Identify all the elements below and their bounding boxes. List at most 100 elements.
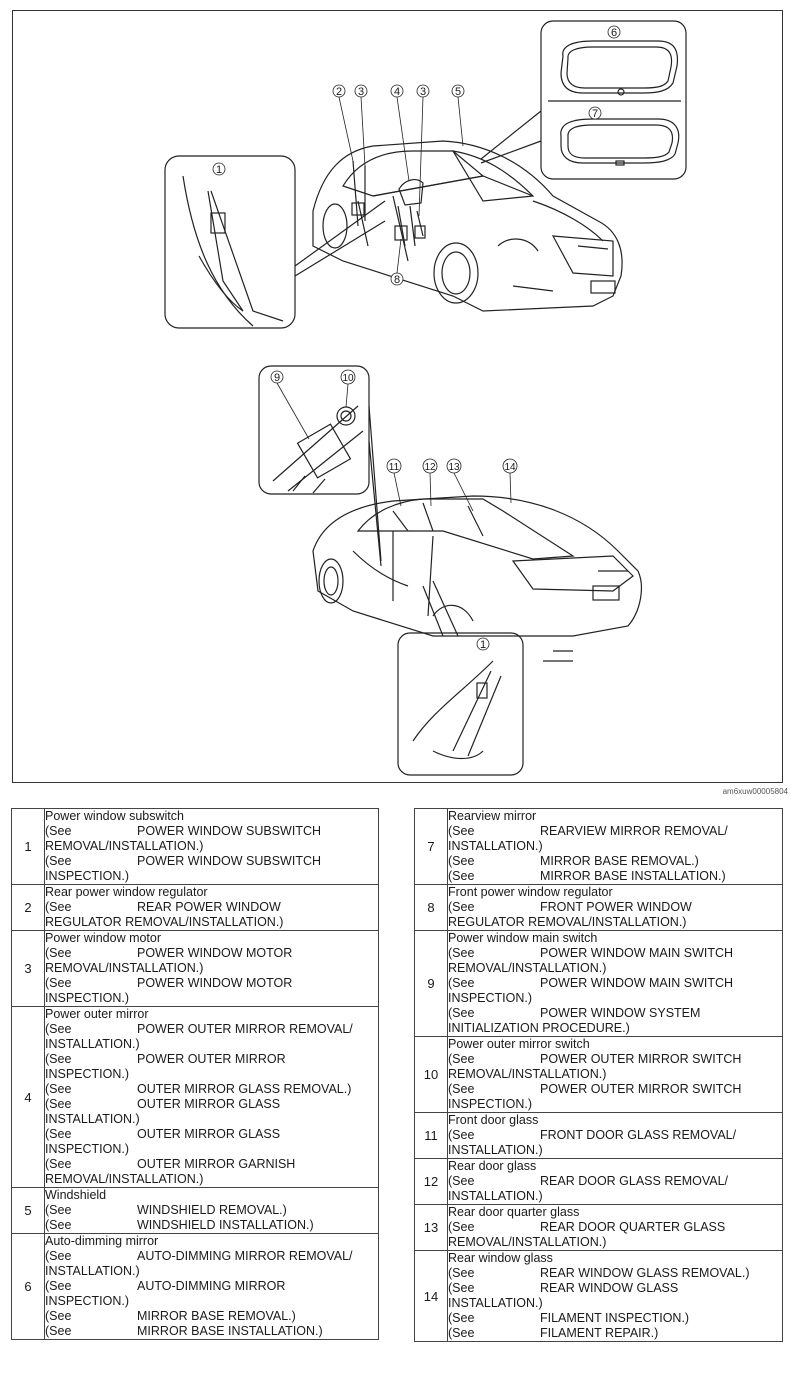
see-label: (See: [448, 1052, 475, 1066]
see-label: (See: [45, 1052, 72, 1066]
item-description: Front power window regulator(See FRONT PO…: [447, 884, 783, 931]
reference-link[interactable]: REAR WINDOW GLASS: [540, 1281, 679, 1295]
reference-link[interactable]: POWER WINDOW MAIN SWITCH: [540, 976, 734, 990]
reference-link[interactable]: POWER OUTER MIRROR REMOVAL/: [137, 1022, 353, 1036]
svg-text:7: 7: [592, 108, 598, 120]
reference-link[interactable]: REARVIEW MIRROR REMOVAL/: [540, 824, 728, 838]
reference-link[interactable]: REAR WINDOW GLASS REMOVAL.): [540, 1266, 750, 1280]
reference-link[interactable]: FILAMENT REPAIR.): [540, 1326, 659, 1340]
svg-text:3: 3: [358, 86, 364, 98]
reference-link[interactable]: MIRROR BASE INSTALLATION.): [137, 1324, 323, 1338]
part-name: Rear window glass: [448, 1251, 553, 1265]
reference-link[interactable]: POWER WINDOW MOTOR: [137, 976, 293, 990]
reference: (See POWER OUTER MIRROR: [45, 1052, 378, 1067]
see-label: (See: [45, 1097, 72, 1111]
reference-continuation: INSTALLATION.): [45, 1037, 140, 1051]
see-label: (See: [45, 976, 72, 990]
reference-link[interactable]: POWER WINDOW MAIN SWITCH: [540, 946, 734, 960]
reference-link[interactable]: FILAMENT INSPECTION.): [540, 1311, 690, 1325]
reference-link[interactable]: POWER WINDOW SUBSWITCH: [137, 824, 322, 838]
part-name: Rear door quarter glass: [448, 1205, 580, 1219]
reference-continuation: INSPECTION.): [45, 991, 130, 1005]
figure-code: am6xuw00005804: [722, 787, 788, 796]
svg-text:3: 3: [420, 86, 426, 98]
reference-link[interactable]: REAR POWER WINDOW: [137, 900, 281, 914]
reference: (See POWER OUTER MIRROR REMOVAL/: [45, 1022, 378, 1037]
reference-continuation: INSPECTION.): [448, 991, 533, 1005]
part-name: Power outer mirror: [45, 1007, 149, 1021]
reference-link[interactable]: POWER OUTER MIRROR SWITCH: [540, 1082, 742, 1096]
reference-link[interactable]: OUTER MIRROR GLASS: [137, 1127, 281, 1141]
see-label: (See: [448, 824, 475, 838]
reference-link[interactable]: MIRROR BASE INSTALLATION.): [540, 869, 726, 883]
reference-link[interactable]: POWER OUTER MIRROR: [137, 1052, 286, 1066]
svg-text:5: 5: [455, 86, 461, 98]
reference-link[interactable]: POWER OUTER MIRROR SWITCH: [540, 1052, 742, 1066]
reference-link[interactable]: WINDSHIELD INSTALLATION.): [137, 1218, 314, 1232]
item-number: 7: [414, 808, 448, 885]
svg-text:9: 9: [274, 372, 280, 384]
see-label: (See: [45, 1022, 72, 1036]
reference-link[interactable]: MIRROR BASE REMOVAL.): [540, 854, 699, 868]
reference: (See POWER WINDOW MOTOR: [45, 976, 378, 991]
reference-continuation: INSPECTION.): [448, 1097, 533, 1111]
reference-continuation: INSPECTION.): [45, 869, 130, 883]
reference-link[interactable]: WINDSHIELD REMOVAL.): [137, 1203, 287, 1217]
item-number: 9: [414, 930, 448, 1037]
reference: (See MIRROR BASE INSTALLATION.): [448, 869, 782, 884]
reference-link[interactable]: POWER WINDOW SUBSWITCH: [137, 854, 322, 868]
reference-link[interactable]: AUTO-DIMMING MIRROR: [137, 1279, 286, 1293]
reference-link[interactable]: POWER WINDOW MOTOR: [137, 946, 293, 960]
svg-text:8: 8: [394, 274, 400, 286]
reference-link[interactable]: AUTO-DIMMING MIRROR REMOVAL/: [137, 1249, 353, 1263]
reference-link[interactable]: REAR DOOR QUARTER GLASS: [540, 1220, 726, 1234]
svg-text:11: 11: [389, 462, 400, 473]
reference-link[interactable]: OUTER MIRROR GLASS: [137, 1097, 281, 1111]
reference-continuation: REMOVAL/INSTALLATION.): [45, 1172, 204, 1186]
item-number: 3: [11, 930, 45, 1007]
reference-link[interactable]: FRONT POWER WINDOW: [540, 900, 692, 914]
reference-link[interactable]: FRONT DOOR GLASS REMOVAL/: [540, 1128, 737, 1142]
reference-continuation: REMOVAL/INSTALLATION.): [448, 961, 607, 975]
callout-1-rear: 1: [476, 637, 490, 651]
reference-link[interactable]: POWER WINDOW SYSTEM: [540, 1006, 701, 1020]
reference: (See FRONT POWER WINDOW: [448, 900, 782, 915]
svg-text:4: 4: [394, 86, 400, 98]
reference-link[interactable]: MIRROR BASE REMOVAL.): [137, 1309, 296, 1323]
car-illustration: 1 2 3 4 3 5 6 7 8 9 10 11 12 13 14 1: [164, 20, 687, 776]
see-label: (See: [448, 900, 475, 914]
item-number: 8: [414, 884, 448, 931]
see-label: (See: [448, 1266, 475, 1280]
see-label: (See: [45, 1082, 72, 1096]
reference-continuation: REMOVAL/INSTALLATION.): [45, 961, 204, 975]
see-label: (See: [448, 1128, 475, 1142]
see-label: (See: [448, 854, 475, 868]
item-number: 2: [11, 884, 45, 931]
reference-continuation: INSTALLATION.): [45, 1264, 140, 1278]
part-name: Front power window regulator: [448, 885, 613, 899]
inset-rearview-mirrors: [480, 20, 687, 180]
part-name: Power window motor: [45, 931, 162, 945]
reference-continuation: REGULATOR REMOVAL/INSTALLATION.): [448, 915, 687, 929]
callout-11: 11: [386, 458, 402, 507]
reference-link[interactable]: OUTER MIRROR GARNISH: [137, 1157, 296, 1171]
reference-link[interactable]: REAR DOOR GLASS REMOVAL/: [540, 1174, 729, 1188]
see-label: (See: [448, 869, 475, 883]
item-number: 5: [11, 1187, 45, 1234]
reference-link[interactable]: OUTER MIRROR GLASS REMOVAL.): [137, 1082, 352, 1096]
see-label: (See: [45, 824, 72, 838]
